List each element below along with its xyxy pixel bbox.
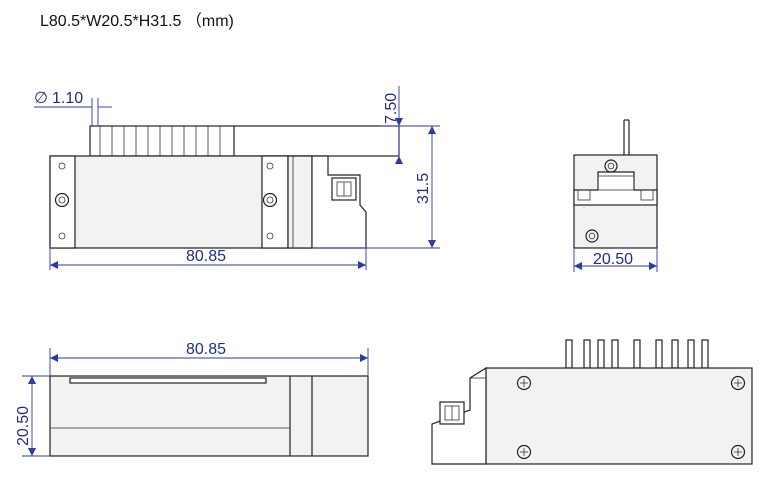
mount-hole: [266, 232, 274, 240]
right-end-plate: [261, 155, 289, 249]
pin-height-label: 7.50: [383, 93, 400, 124]
screw-hole: [54, 192, 70, 208]
side-hole: [585, 229, 599, 243]
top-dimensions: 80.85 20.50: [15, 341, 369, 457]
diameter-symbol: ∅: [34, 90, 48, 107]
screw-hole: [262, 192, 278, 208]
left-end-plate: [49, 155, 76, 249]
rear-view: [431, 339, 753, 465]
screw-icon: [730, 375, 746, 391]
front-view: [49, 125, 400, 249]
mount-hole: [266, 162, 274, 170]
rear-pins: [565, 339, 709, 369]
mount-hole: [58, 162, 66, 170]
top-view: [49, 375, 369, 457]
front-height-label: 31.5: [415, 173, 432, 204]
top-length-label: 80.85: [186, 341, 226, 358]
cover-block: [287, 155, 313, 249]
drawing-title: L80.5*W20.5*H31.5 （mm): [40, 12, 234, 30]
screw-icon: [516, 444, 532, 460]
side-hole: [604, 159, 618, 173]
screw-icon: [516, 375, 532, 391]
top-rail: [69, 377, 267, 384]
pin-array: [89, 125, 400, 157]
pin-diameter-label: 1.10: [52, 90, 83, 107]
rear-body: [485, 367, 753, 465]
top-body: [49, 375, 369, 457]
connector-housing: [311, 155, 367, 249]
mount-hole: [58, 232, 66, 240]
front-length-label: 80.85: [186, 248, 226, 265]
side-width-label: 20.50: [593, 251, 633, 268]
side-dimensions: 20.50: [573, 248, 658, 272]
side-view: [573, 119, 658, 249]
screw-icon: [730, 444, 746, 460]
top-width-label: 20.50: [15, 406, 32, 446]
front-dimensions: ∅ 1.10 7.50 31.5 80.85: [34, 86, 440, 270]
